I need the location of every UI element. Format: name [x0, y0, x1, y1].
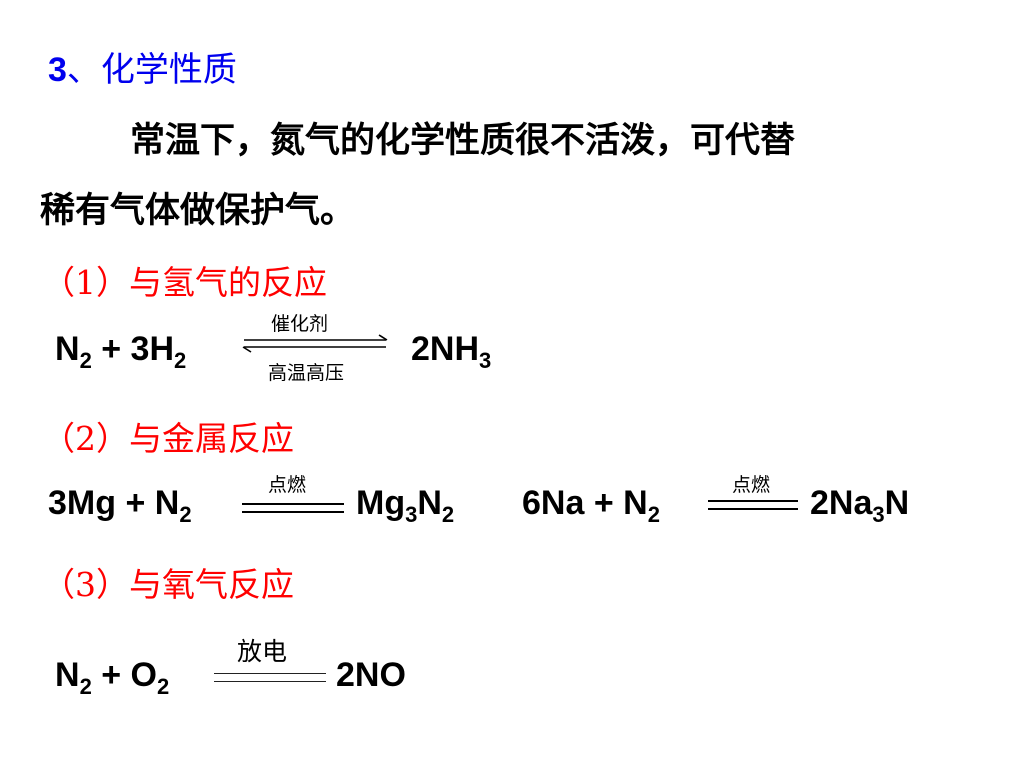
equation-1-lhs: N2 + 3H2: [55, 330, 187, 373]
equation-2-line-top: [242, 503, 344, 505]
paragraph-line-1: 常温下，氮气的化学性质很不活泼，可代替: [130, 120, 796, 161]
equation-4-condition: 放电: [237, 637, 288, 666]
equation-2-rhs: Mg3N2: [356, 484, 455, 527]
equation-1-condition: 高温高压: [268, 362, 345, 384]
equation-3-line-top: [708, 500, 798, 502]
section-title: 3、化学性质: [48, 42, 237, 91]
equation-3-lhs: 6Na + N2: [522, 484, 660, 527]
equation-2-line-bottom: [242, 511, 344, 513]
section-title-text: 、化学性质: [66, 50, 237, 90]
equation-4-rhs: 2NO: [336, 656, 406, 694]
equation-2-lhs: 3Mg + N2: [48, 484, 192, 527]
subsection-hydrogen: （1）与氢气的反应: [42, 263, 327, 302]
equation-4-lhs: N2 + O2: [55, 656, 170, 699]
equation-3-line-bottom: [708, 508, 798, 510]
equilibrium-arrow-icon: [242, 334, 388, 353]
subsection-oxygen: （3）与氧气反应: [42, 565, 294, 604]
equation-2-condition: 点燃: [268, 474, 307, 496]
equation-1-rhs: 2NH3: [411, 330, 492, 373]
subsection-metal: （2）与金属反应: [42, 419, 294, 458]
equation-4-line-bottom: [214, 681, 326, 682]
equation-4-line-top: [214, 673, 326, 674]
paragraph-line-2: 稀有气体做保护气。: [40, 190, 356, 231]
equation-1-catalyst: 催化剂: [271, 313, 329, 335]
section-number: 3: [48, 51, 67, 89]
equation-3-condition: 点燃: [732, 474, 771, 496]
equation-3-rhs: 2Na3N: [810, 484, 910, 527]
